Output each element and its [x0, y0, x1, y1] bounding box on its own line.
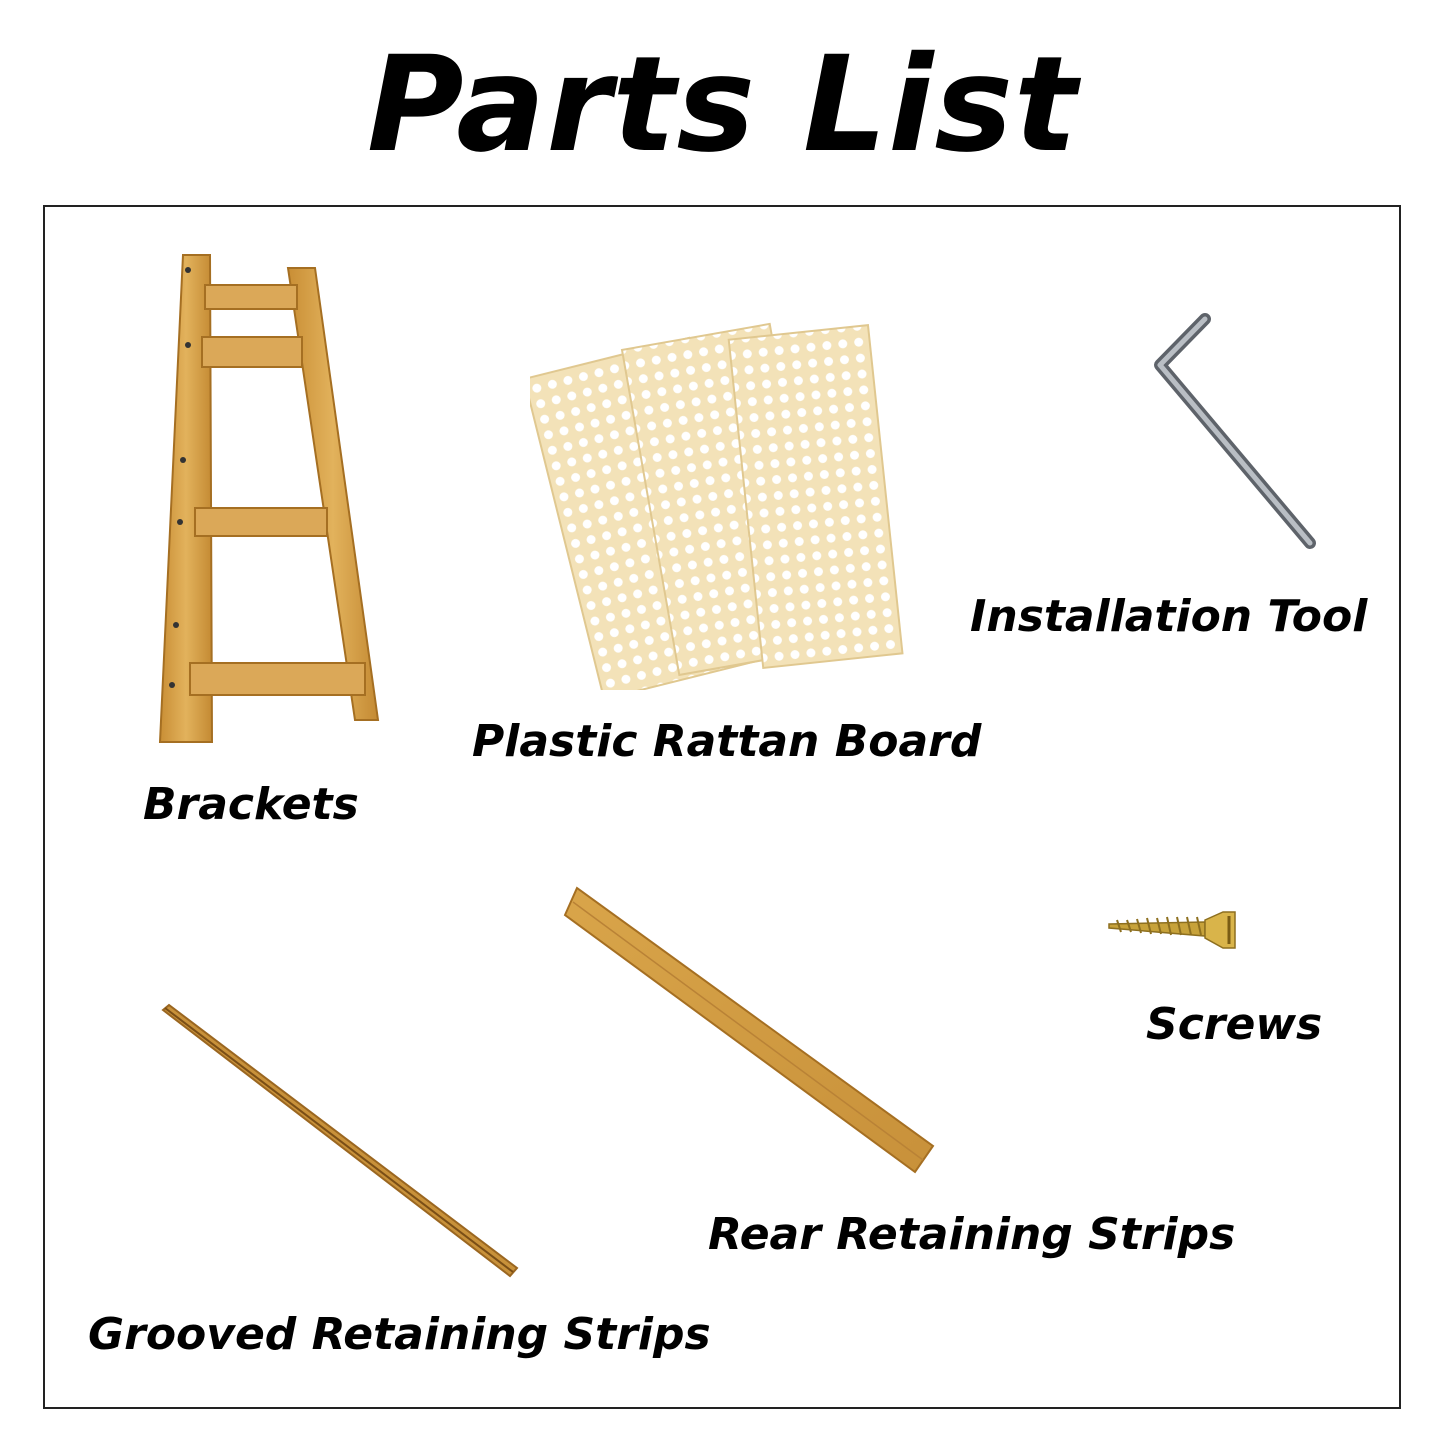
brackets-image: [158, 254, 380, 743]
plastic-rattan-board-image: [530, 322, 904, 690]
screws-label: Screws: [1146, 999, 1323, 1050]
grooved-retaining-strips-label: Grooved Retaining Strips: [88, 1309, 711, 1360]
screw-icon: [1108, 911, 1236, 949]
rear-retaining-strips-label: Rear Retaining Strips: [708, 1209, 1236, 1260]
brackets-label: Brackets: [143, 779, 359, 830]
rear-retaining-strip-image: [563, 886, 935, 1174]
parts-frame: [43, 205, 1401, 1409]
plastic-rattan-board-label: Plastic Rattan Board: [472, 716, 982, 767]
hex-key-icon: [1154, 313, 1316, 549]
page-title: Parts List: [366, 28, 1079, 182]
grooved-retaining-strip-image: [161, 1003, 519, 1278]
installation-tool-label: Installation Tool: [970, 591, 1368, 642]
